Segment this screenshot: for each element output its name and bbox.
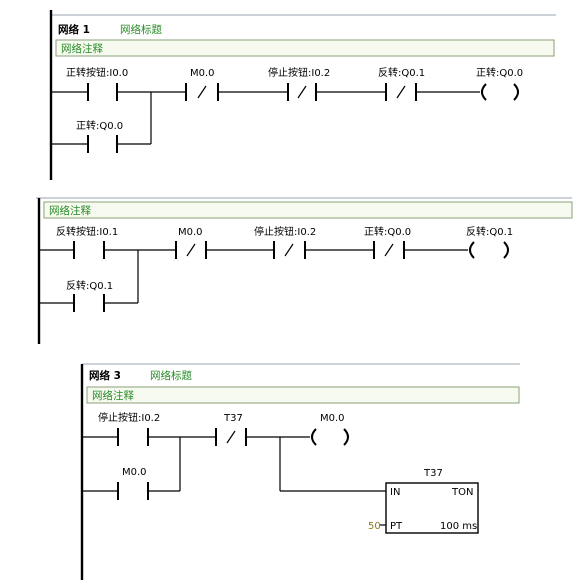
network-2-contact-stop-label: 停止按钮:I0.2 [254,225,316,238]
network-3-comment: 网络注释 [92,389,134,402]
network-1-coil-right [513,83,519,101]
network-1-seal-contact-label: 正转:Q0.0 [76,119,123,132]
timer-in-label: IN [390,487,400,498]
timer-pt-value: 50 [368,521,381,532]
network-3-comment-bar [86,386,520,404]
timer-name: T37 [423,468,443,479]
network-2-contact-fwd-slash [384,243,394,257]
network-3-contact-t37-label: T37 [223,413,243,424]
network-1-comment-bar [55,39,555,57]
network-1-title: 网络 1 [58,23,90,36]
network-1: 网络 1 网络标题 网络注释 正转按钮:I0.0 M0.0 停止按钮:I0.2 … [49,10,556,180]
network-3-coil-left [311,428,317,446]
network-1-coil-label: 正转:Q0.0 [476,66,523,79]
network-2-contact-rev-btn-label: 反转按钮:I0.1 [56,225,118,238]
network-3-seal-contact-label: M0.0 [122,467,147,478]
network-2-coil-left [469,241,475,259]
timer-type-label: TON [451,487,473,498]
network-1-contact-fwd-label: 正转按钮:I0.0 [66,66,128,79]
network-3-coil-right [343,428,349,446]
network-2-contact-fwd-label: 正转:Q0.0 [364,225,411,238]
network-2-contact-m0-slash [186,243,196,257]
network-1-contact-rev-slash [396,85,406,99]
network-2-coil-label: 反转:Q0.1 [466,225,513,238]
timer-block [385,482,479,534]
timer-pt-label: PT [390,521,403,532]
network-1-contact-m0-slash [197,85,207,99]
network-1-contact-rev-label: 反转:Q0.1 [378,66,425,79]
network-3-title: 网络 3 [89,369,121,382]
network-3: 网络 3 网络标题 网络注释 停止按钮:I0.2 T37 M0.0 M0.0 T… [80,363,520,580]
network-1-contact-stop-label: 停止按钮:I0.2 [268,66,330,79]
network-3-coil-label: M0.0 [320,413,345,424]
network-1-comment: 网络注释 [61,42,103,55]
network-3-subtitle: 网络标题 [150,369,192,382]
network-2-comment: 网络注释 [49,204,91,217]
network-2-comment-bar [43,201,573,219]
network-1-subtitle: 网络标题 [120,23,162,36]
network-3-contact-t37-slash [226,430,236,444]
network-2-coil-right [503,241,509,259]
network-2-seal-contact-label: 反转:Q0.1 [66,279,113,292]
network-1-coil-left [481,83,487,101]
network-1-contact-m0-label: M0.0 [190,68,215,79]
network-2: 网络注释 反转按钮:I0.1 M0.0 停止按钮:I0.2 正转:Q0.0 反转… [36,197,573,344]
network-2-contact-stop-slash [284,243,294,257]
network-1-contact-stop-slash [297,85,307,99]
network-3-contact-stop-label: 停止按钮:I0.2 [98,411,160,424]
network-2-contact-m0-label: M0.0 [178,227,203,238]
timer-resolution: 100 ms [440,521,477,532]
